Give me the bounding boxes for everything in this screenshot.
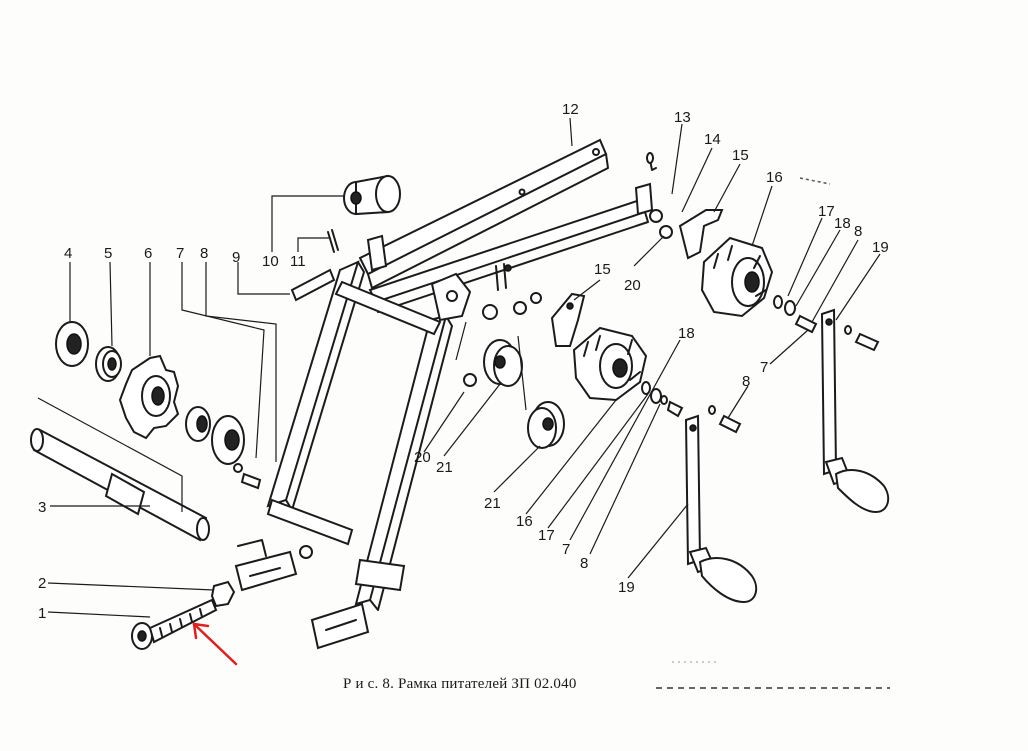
callout-10: 10 [262,253,279,270]
callout-8-right: 8 [854,223,862,240]
callout-1: 1 [38,605,46,622]
tension-bolt [131,580,236,650]
callout-21-lower: 21 [484,495,501,512]
callout-labels: 1 2 3 4 5 6 7 8 9 10 11 12 13 14 15 15 1… [38,101,889,622]
callout-14: 14 [704,131,721,148]
callout-17-right: 17 [818,203,835,220]
callout-4: 4 [64,245,72,262]
shaft-assembly [30,321,262,542]
callout-16-middle: 16 [516,513,533,530]
callout-18-right: 18 [834,215,851,232]
callout-2: 2 [38,575,46,592]
callout-17-middle: 17 [538,527,555,544]
figure-caption: Р и с. 8. Рамка питателей ЗП 02.040 [343,676,577,692]
callout-15-right: 15 [732,147,749,164]
callout-9: 9 [232,249,240,266]
callout-7: 7 [176,245,184,262]
callout-5: 5 [104,245,112,262]
middle-cam-assembly [455,292,742,449]
crank-handles [684,308,890,604]
callout-19-middle: 19 [618,579,635,596]
callout-8-lower: 8 [580,555,588,572]
callout-19-right: 19 [872,239,889,256]
callout-20-left: 20 [414,449,431,466]
callout-16-right: 16 [766,169,783,186]
callout-8-middle: 8 [742,373,750,390]
roller-and-pin [290,174,401,302]
main-frame [234,138,654,650]
callout-7-lower: 7 [562,541,570,558]
callout-3: 3 [38,499,46,516]
callout-6: 6 [144,245,152,262]
scan-marks [656,177,890,689]
callout-13: 13 [674,109,691,126]
callout-12: 12 [562,101,579,118]
callout-21-upper: 21 [436,459,453,476]
callout-20-right: 20 [624,277,641,294]
annotation-arrow-icon [192,622,238,666]
right-cam-assembly [646,152,880,352]
callout-18-middle: 18 [678,325,695,342]
callout-15-middle: 15 [594,261,611,278]
callout-8: 8 [200,245,208,262]
callout-7-right: 7 [760,359,768,376]
callout-11: 11 [290,253,306,270]
leader-lines [47,117,881,618]
